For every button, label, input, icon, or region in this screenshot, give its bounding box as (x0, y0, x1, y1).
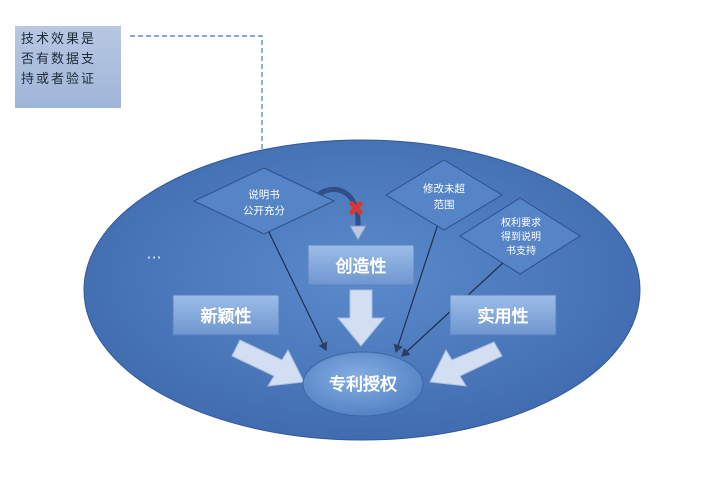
callout-line-2: 否有数据支 (21, 52, 97, 67)
diamond-claims-line-2: 得到说明 (501, 230, 541, 243)
center-label: 专利授权 (329, 374, 398, 395)
practicality-block-arrow (429, 341, 503, 387)
diamond-disclosure-line-2: 公开充分 (243, 204, 285, 217)
box-practicality: 实用性 (449, 294, 557, 336)
diamond-disclosure-line-1: 说明书 (248, 188, 280, 201)
diamond-amendment-line-1: 修改未超 (423, 182, 465, 195)
diamond-disclosure: 说明书 公开充分 (192, 167, 336, 235)
diamond-claims-line-1: 权利要求 (501, 216, 541, 229)
box-novelty: 新颖性 (172, 294, 280, 336)
curved-arrow-head (349, 225, 367, 242)
amendment-arrow (393, 223, 439, 354)
center-node: 专利授权 (302, 351, 424, 417)
callout-line-1: 技术效果是 (21, 32, 97, 47)
cross-marker-icon: ✖ (347, 197, 365, 222)
box-novelty-label: 新颖性 (201, 306, 252, 327)
diamond-amendment-line-2: 范围 (434, 198, 455, 211)
box-creativity: 创造性 (307, 244, 415, 286)
callout-connector (130, 35, 263, 168)
box-practicality-label: 实用性 (478, 306, 529, 327)
diamond-amendment: 修改未超 范围 (385, 159, 503, 231)
creativity-block-arrow (336, 289, 386, 347)
callout-line-3: 持或者验证 (21, 72, 97, 87)
callout-note: 技术效果是 否有数据支 持或者验证 (15, 26, 121, 108)
diamond-claims-support: 权利要求 得到说明 书支持 (459, 197, 581, 275)
box-creativity-label: 创造性 (335, 256, 387, 277)
more-ellipsis: ··· (146, 248, 161, 267)
disclosure-arrow (263, 221, 328, 352)
diamond-claims-line-3: 书支持 (506, 244, 536, 257)
novelty-block-arrow (231, 339, 305, 387)
